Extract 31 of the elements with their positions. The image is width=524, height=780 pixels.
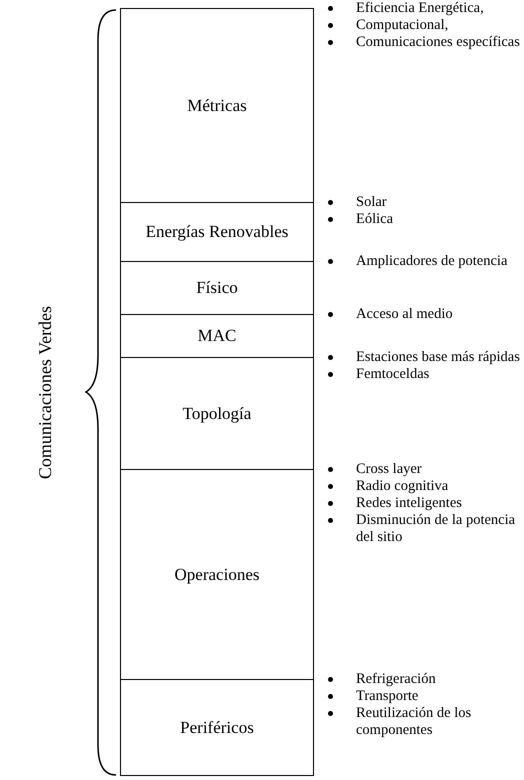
category-box [120, 261, 314, 315]
bullet-text: Comunicaciones específicas [356, 34, 520, 50]
category-label: Físico [196, 277, 238, 299]
bullet-text: Acceso al medio [356, 306, 453, 322]
bullet-text: Estaciones base más rápidas [356, 349, 520, 365]
category-box [120, 202, 314, 262]
bullet-text: Amplicadores de potencia [356, 253, 508, 269]
category-label: Métricas [187, 94, 247, 116]
bullet-text: Transporte [356, 688, 418, 704]
bullet-text: Radio cognitiva [356, 478, 448, 494]
vertical-label: Comunicaciones Verdes [34, 305, 56, 479]
category-label: Topología [182, 402, 252, 424]
bullet-text: Femtoceldas [356, 366, 430, 382]
bullet-text: Eficiencia Energética, [356, 0, 484, 16]
bullet-text: Disminución de la potencia del sitio [356, 512, 516, 545]
bullet-text: Reutilización de los componentes [356, 705, 472, 738]
bullet-text: Refrigeración [356, 671, 436, 687]
category-box [120, 314, 314, 358]
category-box [120, 357, 314, 470]
category-label: MAC [198, 325, 236, 347]
bullet-text: Eólica [356, 211, 394, 227]
category-box [120, 469, 314, 680]
category-label: Periféricos [180, 716, 254, 738]
category-label: Energías Renovables [146, 221, 288, 243]
bullet-text: Redes inteligentes [356, 495, 462, 511]
category-label: Operaciones [174, 564, 260, 586]
bullet-text: Computacional, [356, 17, 448, 33]
bullet-text: Cross layer [356, 461, 422, 477]
bullet-text: Solar [356, 194, 387, 210]
category-box [120, 679, 314, 776]
category-box [120, 8, 314, 203]
